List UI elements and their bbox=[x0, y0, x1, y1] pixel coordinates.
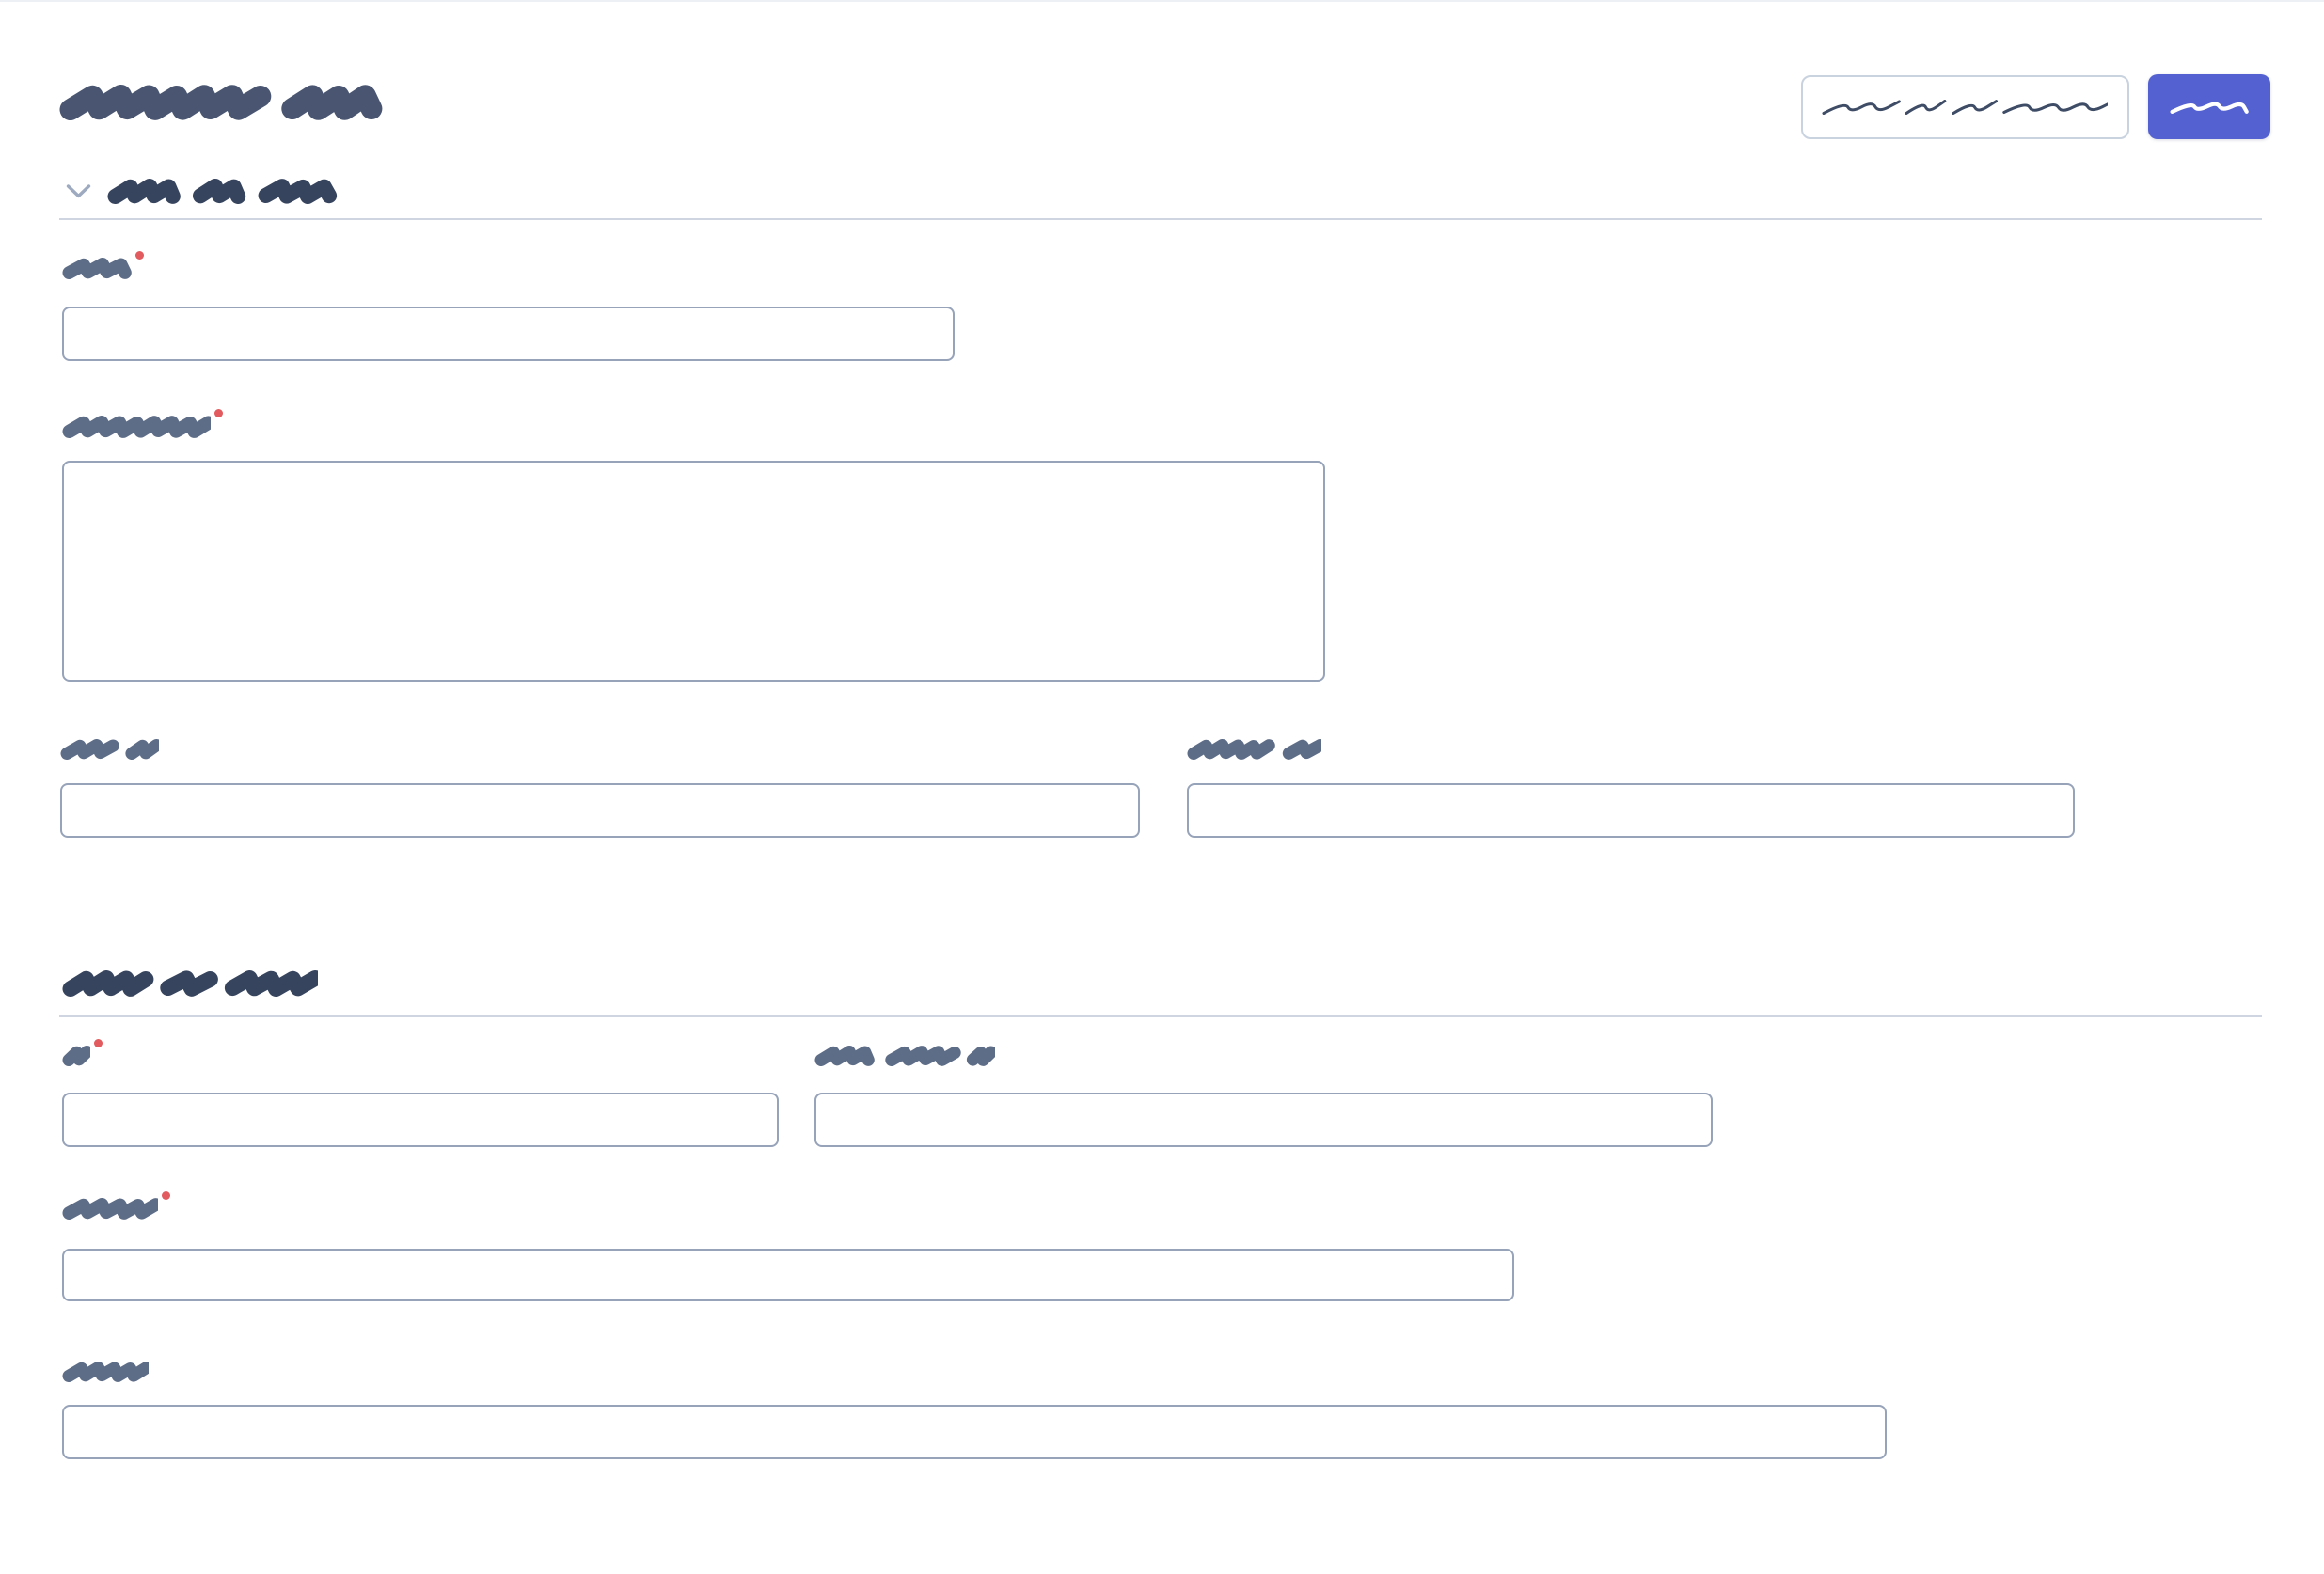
field-1-label-scribble bbox=[62, 258, 132, 279]
field-8-label-scribble bbox=[62, 1362, 152, 1382]
section-1-header-toggle[interactable] bbox=[66, 177, 338, 205]
field-4-label bbox=[1187, 739, 1327, 764]
field-6-label-scribble bbox=[814, 1046, 998, 1066]
field-2-label bbox=[62, 409, 223, 443]
field-1-input[interactable] bbox=[62, 307, 955, 361]
section-1-divider bbox=[59, 218, 2262, 220]
primary-action-button-label-scribble bbox=[2170, 100, 2249, 114]
field-7-label-scribble bbox=[62, 1198, 163, 1220]
required-indicator bbox=[214, 409, 223, 417]
field-2-label-scribble bbox=[62, 416, 215, 438]
field-5-label-scribble bbox=[62, 1046, 93, 1066]
field-4-label-scribble bbox=[1187, 739, 1327, 760]
field-5-input[interactable] bbox=[62, 1093, 779, 1147]
field-3-input[interactable] bbox=[60, 783, 1140, 838]
section-2-title-scribble bbox=[62, 970, 324, 997]
field-4-input[interactable] bbox=[1187, 783, 2075, 838]
search-input-text-scribble bbox=[1822, 100, 2116, 115]
required-indicator bbox=[162, 1191, 170, 1200]
field-6-input[interactable] bbox=[814, 1093, 1713, 1147]
required-indicator bbox=[94, 1039, 103, 1047]
field-2-textarea[interactable] bbox=[62, 461, 1325, 682]
search-input[interactable] bbox=[1801, 75, 2129, 139]
required-indicator bbox=[135, 251, 144, 260]
chevron-down-icon bbox=[66, 183, 91, 197]
primary-action-button[interactable] bbox=[2148, 74, 2270, 139]
field-8-input[interactable] bbox=[62, 1405, 1887, 1459]
section-1-title-scribble bbox=[107, 178, 338, 204]
field-1-label bbox=[62, 251, 144, 284]
field-7-label bbox=[62, 1191, 170, 1224]
field-6-label bbox=[814, 1046, 998, 1071]
field-3-label bbox=[60, 739, 163, 764]
page-title bbox=[59, 85, 383, 120]
field-7-input[interactable] bbox=[62, 1249, 1514, 1301]
field-8-label bbox=[62, 1362, 152, 1387]
field-5-label bbox=[62, 1039, 103, 1071]
section-2-divider bbox=[59, 1015, 2262, 1017]
field-3-label-scribble bbox=[60, 739, 163, 760]
